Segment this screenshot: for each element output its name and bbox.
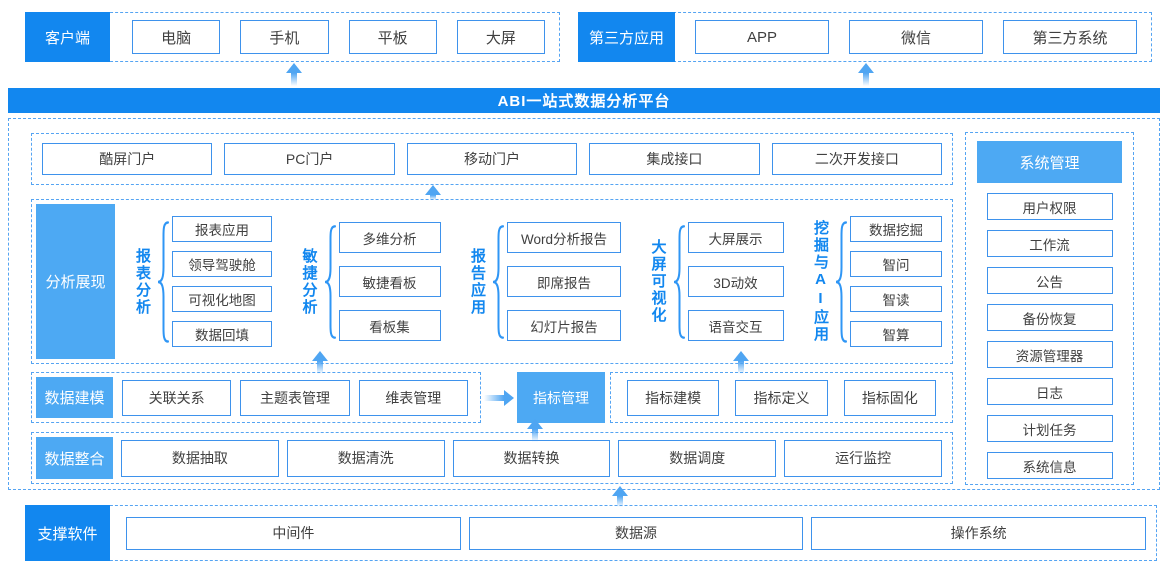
support-items-container: 中间件 数据源 操作系统	[25, 505, 1157, 561]
node-agile-dashboard: 敏捷看板	[338, 266, 441, 297]
up-arrow-icon	[527, 419, 543, 442]
node-metric-solidify: 指标固化	[843, 379, 936, 416]
group-mining-ai: 挖掘与AI应用 数据挖掘 智问 智读 智算	[810, 216, 942, 347]
right-arrow-icon	[484, 389, 514, 406]
node-third-party-system: 第三方系统	[1003, 20, 1137, 54]
node-adhoc-report: 即席报告	[507, 266, 621, 297]
node-tablet: 平板	[348, 20, 437, 54]
platform-container: 酷屏门户 PC门户 移动门户 集成接口 二次开发接口 分析展现 报表分析 报表应…	[8, 118, 1160, 490]
metric-management-box: 指标管理	[517, 372, 605, 423]
up-arrow-icon	[612, 486, 628, 507]
group-mining-ai-label: 挖掘与AI应用	[812, 220, 829, 343]
node-run-monitor: 运行监控	[784, 439, 942, 477]
node-multidim-analysis: 多维分析	[338, 222, 441, 253]
node-middleware: 中间件	[126, 516, 461, 550]
up-arrow-icon	[733, 351, 749, 374]
portal-row: 酷屏门户 PC门户 移动门户 集成接口 二次开发接口	[31, 133, 953, 185]
node-log: 日志	[986, 378, 1113, 405]
node-bigscreen-display: 大屏展示	[687, 222, 784, 253]
node-secondary-dev-api: 二次开发接口	[771, 143, 943, 175]
node-metric-modeling: 指标建模	[627, 379, 720, 416]
group-agile-analysis: 敏捷分析 多维分析 敏捷看板 看板集	[299, 222, 441, 341]
node-operating-system: 操作系统	[811, 516, 1147, 550]
modeling-section: 数据建模 关联关系 主题表管理 维表管理 指标管理 指标建模 指标定义 指标固化	[31, 372, 953, 423]
node-dim-table-mgmt: 维表管理	[358, 379, 468, 416]
brace-icon	[673, 224, 685, 339]
group-report-analysis: 报表分析 报表应用 领导驾驶舱 可视化地图 数据回填	[132, 216, 272, 347]
group-report-application-label: 报告应用	[469, 247, 486, 316]
node-scheduled-task: 计划任务	[986, 415, 1113, 442]
client-items-container: 电脑 手机 平板 大屏	[95, 12, 560, 62]
up-arrow-icon	[286, 63, 302, 86]
up-arrow-icon	[312, 351, 328, 374]
node-voice-interaction: 语音交互	[687, 310, 784, 341]
analysis-label: 分析展现	[36, 204, 115, 359]
third-party-section: APP 微信 第三方系统 第三方应用	[578, 12, 1152, 62]
group-agile-analysis-label: 敏捷分析	[300, 247, 318, 316]
system-management-section: 系统管理 用户权限 工作流 公告 备份恢复 资源管理器 日志 计划任务 系统信息	[965, 132, 1134, 485]
support-label: 支撑软件	[25, 505, 110, 561]
brace-icon	[157, 220, 169, 343]
node-resource-manager: 资源管理器	[986, 341, 1113, 368]
node-metric-definition: 指标定义	[735, 379, 828, 416]
group-report-application: 报告应用 Word分析报告 即席报告 幻灯片报告	[467, 222, 621, 341]
node-3d-animation: 3D动效	[687, 266, 784, 297]
node-word-report: Word分析报告	[507, 222, 621, 253]
node-smart-compute: 智算	[850, 321, 942, 347]
analysis-section: 分析展现 报表分析 报表应用 领导驾驶舱 可视化地图 数据回填 敏捷分析	[31, 199, 953, 364]
node-user-permission: 用户权限	[986, 193, 1113, 220]
node-smart-ask: 智问	[850, 251, 942, 277]
node-wechat: 微信	[849, 20, 983, 54]
node-leader-cockpit: 领导驾驶舱	[172, 251, 272, 277]
node-mobile: 手机	[240, 20, 329, 54]
node-app: APP	[695, 20, 829, 54]
node-mobile-portal: 移动门户	[406, 143, 578, 175]
metric-items-container: 指标建模 指标定义 指标固化	[610, 372, 953, 423]
node-visual-map: 可视化地图	[172, 286, 272, 312]
group-bigscreen-visualization: 大屏可视化 大屏展示 3D动效 语音交互	[648, 222, 784, 341]
group-bigscreen-visualization-label: 大屏可视化	[649, 239, 667, 324]
third-party-label: 第三方应用	[578, 12, 675, 62]
node-data-extract: 数据抽取	[121, 439, 279, 477]
modeling-label: 数据建模	[36, 377, 113, 418]
node-pc: 电脑	[132, 20, 221, 54]
node-data-clean: 数据清洗	[286, 439, 445, 477]
node-dashboard-set: 看板集	[338, 310, 441, 341]
node-smart-read: 智读	[850, 286, 942, 312]
up-arrow-icon	[425, 185, 441, 200]
node-data-transform: 数据转换	[452, 439, 611, 477]
node-backup-restore: 备份恢复	[986, 304, 1113, 331]
up-arrow-icon	[858, 63, 874, 86]
node-slide-report: 幻灯片报告	[507, 310, 621, 341]
brace-icon	[324, 224, 336, 339]
client-section: 电脑 手机 平板 大屏 客户端	[25, 12, 560, 62]
node-integration-api: 集成接口	[589, 143, 760, 175]
support-section: 中间件 数据源 操作系统 支撑软件	[25, 505, 1157, 561]
system-management-header: 系统管理	[977, 141, 1122, 183]
analysis-groups: 报表分析 报表应用 领导驾驶舱 可视化地图 数据回填 敏捷分析 多维分析 敏捷看…	[132, 200, 942, 363]
third-party-items-container: APP 微信 第三方系统	[658, 12, 1152, 62]
node-pc-portal: PC门户	[224, 143, 395, 175]
brace-icon	[835, 220, 847, 343]
brace-icon	[492, 224, 504, 339]
node-data-backfill: 数据回填	[172, 321, 272, 347]
node-system-info: 系统信息	[986, 452, 1113, 479]
group-report-analysis-label: 报表分析	[134, 247, 151, 316]
node-data-source: 数据源	[468, 516, 804, 550]
integration-section: 数据整合 数据抽取 数据清洗 数据转换 数据调度 运行监控	[31, 432, 953, 484]
node-bigscreen: 大屏	[456, 20, 545, 54]
platform-banner: ABI一站式数据分析平台	[8, 88, 1160, 113]
node-data-schedule: 数据调度	[618, 439, 777, 477]
node-workflow: 工作流	[986, 230, 1113, 257]
node-data-mining: 数据挖掘	[850, 216, 942, 242]
node-coolscreen-portal: 酷屏门户	[42, 143, 213, 175]
node-subject-table-mgmt: 主题表管理	[240, 379, 350, 416]
node-announcement: 公告	[986, 267, 1113, 294]
integration-label: 数据整合	[36, 437, 113, 479]
modeling-items-container: 数据建模 关联关系 主题表管理 维表管理	[31, 372, 481, 423]
node-association-relation: 关联关系	[122, 379, 232, 416]
node-report-app: 报表应用	[172, 216, 272, 242]
client-label: 客户端	[25, 12, 110, 62]
